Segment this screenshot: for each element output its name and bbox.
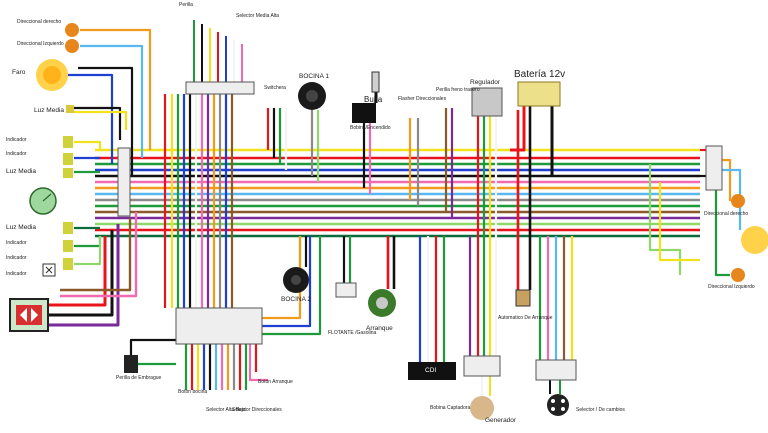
wire bbox=[80, 44, 144, 158]
label-luz-media-top: Luz Media bbox=[34, 107, 64, 114]
label-indicador-2: Indicador bbox=[6, 151, 27, 157]
turn-signal-right-rear bbox=[731, 194, 745, 208]
label-indicador-1: Indicador bbox=[6, 137, 27, 143]
label-faro: Faro bbox=[12, 69, 26, 76]
label-selector-alta-baja: Selector Alta Baja bbox=[206, 407, 246, 413]
wire bbox=[714, 186, 730, 277]
turn-signal-right-front bbox=[65, 23, 79, 37]
label-bujia: Bujía bbox=[364, 95, 383, 104]
main-harness bbox=[48, 20, 742, 396]
label-flasher: Flasher Direccionales bbox=[398, 96, 447, 102]
label-bobina-encendido: Bobina/Encendido bbox=[350, 125, 391, 131]
turn-signal-left-front bbox=[65, 39, 79, 53]
wire bbox=[658, 182, 700, 262]
wire bbox=[129, 338, 176, 355]
wire bbox=[74, 236, 102, 266]
connector-right bbox=[705, 145, 723, 191]
label-luz-media-bot: Luz Media bbox=[6, 224, 36, 231]
wire bbox=[720, 158, 732, 201]
cdi-unit bbox=[408, 362, 456, 380]
wire bbox=[74, 140, 102, 150]
connector-bottom bbox=[175, 307, 263, 345]
battery bbox=[517, 81, 561, 107]
wire bbox=[720, 168, 742, 230]
label-arranque: Arranque bbox=[366, 325, 393, 332]
generator bbox=[470, 396, 494, 420]
connector-top bbox=[185, 81, 255, 95]
label-direccional-derecho-top: Direccional derecho bbox=[17, 19, 62, 25]
label-direccional-izquierdo-right: Direccional Izquierdo bbox=[708, 284, 755, 290]
label-bateria: Batería 12v bbox=[514, 69, 566, 80]
label-direccional-izquierdo-top: Direccional Izquierdo bbox=[17, 41, 64, 47]
label-indicador-3: Indicador bbox=[6, 240, 27, 246]
label-perilla-derecha: Perilla bbox=[179, 2, 193, 8]
wire bbox=[48, 224, 120, 327]
wire bbox=[262, 236, 322, 336]
wire bbox=[48, 236, 107, 307]
starter-relay bbox=[515, 289, 531, 307]
label-selector-cambios: Selector / De cambios bbox=[576, 407, 625, 413]
wire bbox=[68, 73, 114, 164]
tail-light bbox=[741, 226, 768, 254]
label-flotante: FLOTANTE /Gasolina bbox=[328, 330, 377, 336]
label-direccional-derecho-right: Direccional derecho bbox=[704, 211, 749, 217]
label-bocina1: BOCINA 1 bbox=[299, 73, 329, 80]
label-selector-media-alta: Selector Media Alta bbox=[236, 13, 280, 19]
clutch-switch bbox=[124, 355, 138, 373]
spark-plug bbox=[371, 71, 380, 93]
label-automatico: Automatico De Arranque bbox=[498, 315, 553, 321]
components bbox=[9, 23, 768, 420]
connector-flotante bbox=[335, 282, 357, 298]
label-cdi: CDI bbox=[425, 367, 437, 374]
label-indicador-5: Indicador bbox=[6, 271, 27, 277]
turn-signal-left-rear bbox=[731, 268, 745, 282]
wire bbox=[248, 344, 268, 382]
wire bbox=[80, 28, 152, 150]
wire bbox=[48, 230, 114, 317]
wire bbox=[510, 106, 526, 152]
wire bbox=[648, 164, 682, 275]
label-regulador: Regulador bbox=[470, 79, 500, 86]
label-perilla-freno: Perilla freno trasero bbox=[436, 87, 480, 93]
label-selector-direccionales: Selector Direccionales bbox=[232, 407, 282, 413]
connector-selector bbox=[535, 359, 577, 381]
label-perilla-embrague: Perilla de Embrague bbox=[116, 375, 162, 381]
ignition-coil bbox=[352, 103, 376, 123]
label-boton-bocina: Botón bocina bbox=[178, 389, 208, 395]
connector-left bbox=[117, 147, 131, 217]
label-bocina2: BOCINA 2 bbox=[281, 296, 311, 303]
gear-selector bbox=[547, 394, 569, 416]
regulator bbox=[471, 87, 503, 117]
wire bbox=[78, 66, 134, 176]
wire bbox=[74, 236, 102, 248]
label-luz-media-mid: Luz Media bbox=[6, 168, 36, 175]
connector-gen bbox=[463, 355, 501, 377]
wire bbox=[74, 106, 122, 140]
wire bbox=[74, 110, 128, 130]
label-generador: Generador bbox=[485, 417, 517, 424]
label-indicador-4: Indicador bbox=[6, 255, 27, 261]
label-switchera: Switchera bbox=[264, 85, 286, 91]
wire bbox=[60, 212, 138, 298]
wire bbox=[60, 218, 132, 292]
wire bbox=[262, 236, 312, 328]
label-boton-arranque: Botón Arranque bbox=[258, 379, 293, 385]
wire bbox=[262, 236, 302, 320]
label-bobina-captadora: Bobina Captadora bbox=[430, 405, 471, 411]
